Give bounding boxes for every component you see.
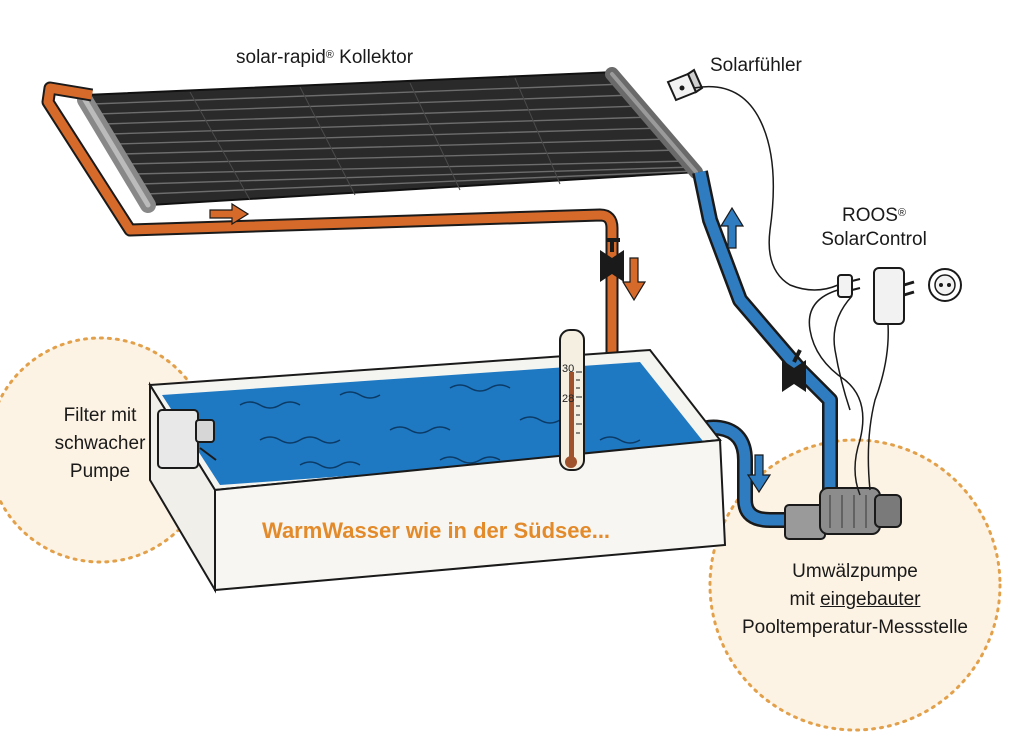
pump-label-line3: Pooltemperatur-Messstelle	[742, 617, 968, 638]
controller-label: ROOS® SolarControl	[812, 204, 936, 252]
pump-label-line2-prefix: mit	[789, 589, 821, 610]
hot-valve	[600, 238, 624, 282]
collector-label: solar-rapid® Kollektor	[236, 46, 413, 70]
cold-valve	[782, 349, 806, 392]
power-plug-icon	[837, 274, 861, 298]
controller-brand: ROOS®	[812, 204, 936, 228]
solar-collector	[77, 67, 703, 213]
filter-label: Filter mit schwacher Pumpe	[38, 404, 162, 484]
hot-water-pipe	[41, 81, 619, 380]
pump-label-line1: Umwälzpumpe	[792, 561, 918, 582]
collector-label-mark: ®	[325, 49, 334, 61]
pool	[148, 348, 727, 594]
pump-label-line2-underlined: eingebauter	[820, 589, 921, 610]
circulation-pump	[784, 487, 902, 540]
sensor-label: Solarfühler	[710, 54, 802, 78]
filter-label-line3: Pumpe	[69, 461, 131, 482]
filter-label-line1: Filter mit	[63, 405, 137, 426]
pool-slogan: WarmWasser wie in der Südsee...	[262, 518, 611, 543]
filter-label-line2: schwacher	[54, 433, 146, 454]
pool-thermometer: 30 28	[559, 329, 585, 471]
controller-brand-text: ROOS	[841, 205, 898, 226]
pump-label-line2: mit eingebauter	[720, 588, 990, 612]
thermometer-tick-28: 28	[562, 393, 574, 405]
control-cables	[693, 85, 889, 496]
controller-name: SolarControl	[821, 229, 927, 250]
controller-brand-mark: ®	[897, 207, 907, 219]
thermometer-tick-30: 30	[562, 363, 574, 375]
collector-label-name: solar-rapid	[236, 47, 326, 68]
solar-sensor	[666, 68, 704, 102]
wall-socket-icon	[928, 268, 962, 302]
collector-label-suffix: Kollektor	[333, 47, 414, 68]
filter-unit	[157, 409, 217, 469]
pump-label: Umwälzpumpe mit eingebauter Pooltemperat…	[720, 560, 990, 640]
solar-controller	[873, 267, 915, 325]
sensor-label-text: Solarfühler	[710, 55, 802, 76]
